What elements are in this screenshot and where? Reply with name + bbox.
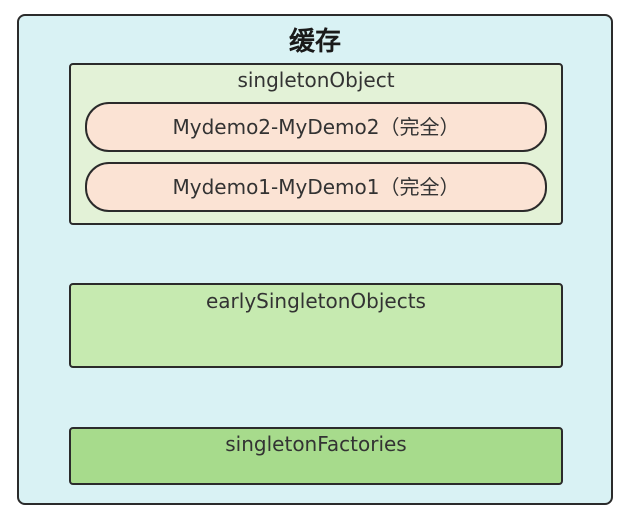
early-singleton-objects-label: earlySingletonObjects (206, 289, 426, 313)
singleton-factories-store: singletonFactories (69, 427, 563, 485)
singleton-objects-store: singletonObject Mydemo2-MyDemo2（完全） Myde… (69, 63, 563, 225)
bean-mydemo1: Mydemo1-MyDemo1（完全） (85, 162, 547, 212)
cache-title: 缓存 (288, 27, 341, 57)
singleton-factories-label: singletonFactories (225, 432, 407, 456)
early-singleton-objects-store: earlySingletonObjects (69, 283, 563, 368)
singleton-objects-label: singletonObject (237, 68, 395, 92)
cache-container: 缓存 singletonObject Mydemo2-MyDemo2（完全） M… (17, 14, 613, 505)
bean-mydemo2: Mydemo2-MyDemo2（完全） (85, 102, 547, 152)
